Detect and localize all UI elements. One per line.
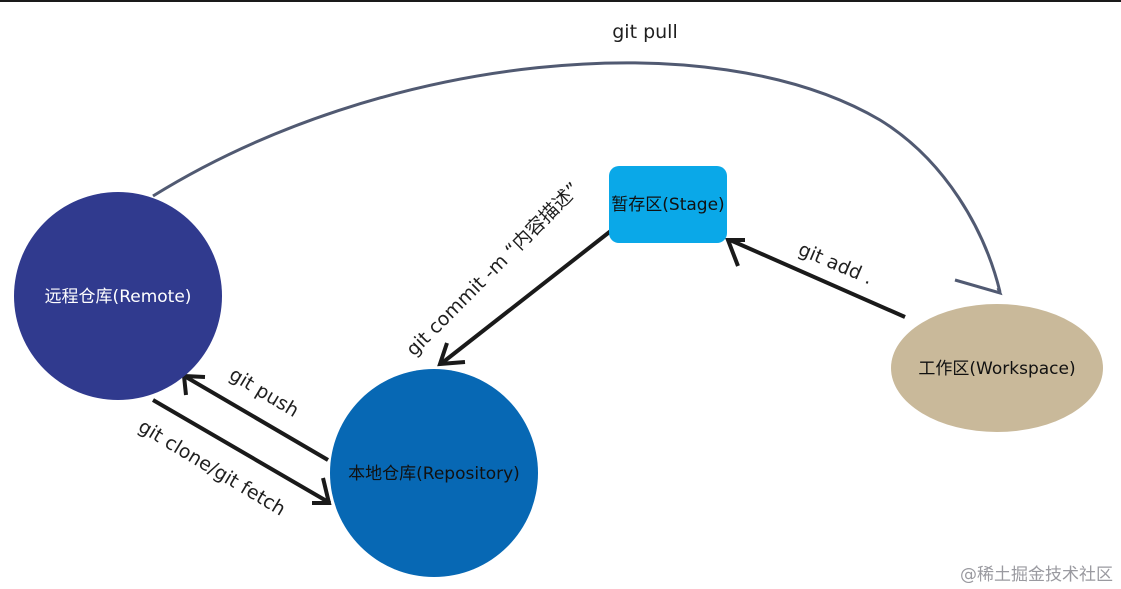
stage-box xyxy=(609,166,727,243)
git-pull-arrow xyxy=(152,61,1003,296)
git-clone-fetch-arrow xyxy=(151,398,332,505)
repository-label: 本地仓库(Repository) xyxy=(348,464,520,484)
git-add-label: git add . xyxy=(795,238,876,289)
repository-circle xyxy=(330,369,538,577)
remote-label: 远程仓库(Remote) xyxy=(45,287,192,307)
git-add-line xyxy=(729,238,906,319)
git-commit-line xyxy=(440,228,614,365)
node-stage: 暂存区(Stage) xyxy=(609,166,727,243)
git-add-arrow xyxy=(725,238,906,319)
workspace-label: 工作区(Workspace) xyxy=(918,359,1075,379)
git-pull-curve xyxy=(152,61,1002,293)
git-commit-arrow xyxy=(437,228,614,367)
stage-label: 暂存区(Stage) xyxy=(611,195,724,215)
git-clone-fetch-line xyxy=(151,398,332,505)
watermark: @稀土掘金技术社区 xyxy=(960,565,1113,585)
remote-circle xyxy=(14,192,222,400)
git-pull-arrowhead xyxy=(954,278,1003,296)
git-commit-arrowhead xyxy=(437,342,466,367)
git-clone-fetch-arrowhead xyxy=(312,477,332,505)
node-repository: 本地仓库(Repository) xyxy=(330,369,538,577)
workspace-ellipse xyxy=(891,304,1103,432)
git-push-line xyxy=(184,375,330,462)
node-remote: 远程仓库(Remote) xyxy=(14,192,222,400)
git-pull-label: git pull xyxy=(612,21,678,43)
top-border xyxy=(0,0,1121,2)
git-commit-label: git commit -m “内容描述” xyxy=(402,178,584,360)
node-workspace: 工作区(Workspace) xyxy=(891,304,1103,432)
git-add-arrowhead xyxy=(725,238,745,267)
git-push-label: git push xyxy=(225,363,302,421)
